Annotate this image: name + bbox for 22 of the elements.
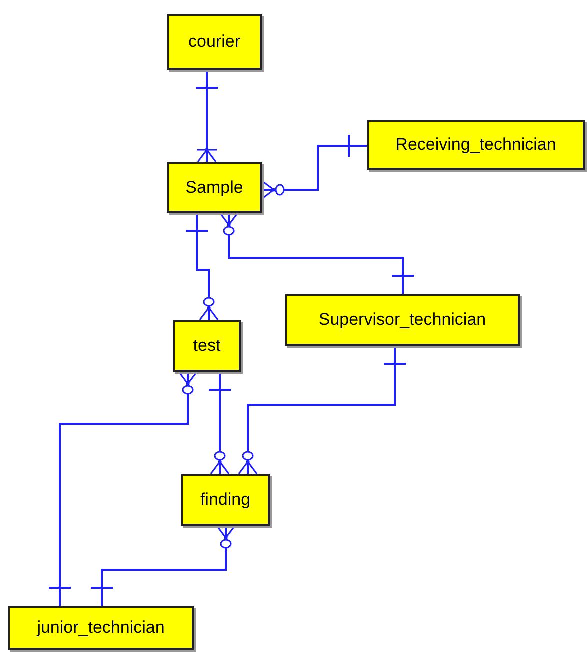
entity-name: Receiving_technician (396, 134, 556, 156)
entity-name: test (193, 335, 221, 358)
relationship-line (90, 525, 236, 606)
entity-name: Sample (186, 176, 244, 199)
entity-box (181, 474, 270, 526)
relationship-line (185, 213, 219, 321)
entity-name: junior_technician (37, 617, 165, 640)
entity-name: Supervisor_technician (318, 309, 486, 332)
relationship-line (261, 134, 367, 200)
relationship-line (238, 346, 407, 475)
entity-box (167, 162, 262, 213)
relationship-line (219, 212, 415, 294)
entity-name: finding (200, 489, 251, 512)
entity-name: courier (188, 31, 240, 54)
entity-box (167, 14, 262, 70)
entity-box (285, 294, 520, 346)
relationship-line (195, 70, 219, 163)
relationship-line (48, 371, 198, 606)
relationship-line (208, 372, 232, 475)
entity-box (367, 120, 585, 170)
entity-box (173, 320, 241, 372)
entity-box (8, 606, 194, 650)
